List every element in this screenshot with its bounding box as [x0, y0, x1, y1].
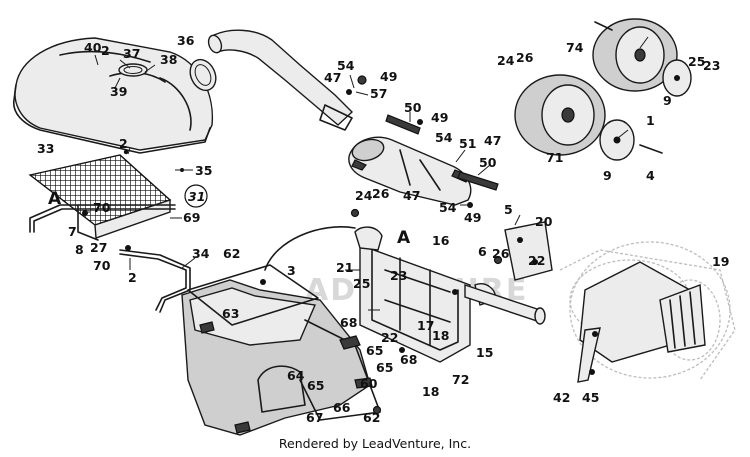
- callout-72: 72: [452, 372, 469, 387]
- callout-4: 4: [646, 168, 655, 183]
- callout-9: 9: [663, 93, 672, 108]
- callout-34: 34: [192, 246, 210, 261]
- callout-54b: 54: [435, 130, 453, 145]
- callout-68: 68: [340, 315, 357, 330]
- callout-49c: 49: [464, 210, 481, 225]
- callout-8: 8: [75, 242, 84, 257]
- callout-57: 57: [370, 86, 387, 101]
- callout-62b: 62: [363, 410, 380, 425]
- callout-16: 16: [432, 233, 450, 248]
- side-bracket-plate: [493, 221, 553, 281]
- callout-42: 42: [553, 390, 570, 405]
- callout-25: 25: [353, 276, 370, 291]
- callout-54c: 54: [439, 200, 457, 215]
- callout-62: 62: [223, 246, 240, 261]
- callout-23: 23: [390, 268, 407, 283]
- callout-22b: 22: [528, 253, 545, 268]
- callout-21: 21: [336, 260, 353, 275]
- callout-23b: 23: [703, 58, 720, 73]
- callout-2: 2: [101, 43, 110, 58]
- callout-54: 54: [337, 58, 355, 73]
- callout-18: 18: [432, 328, 449, 343]
- callout-51: 51: [459, 136, 476, 151]
- callout-2c: 2: [128, 270, 137, 285]
- render-credit: Rendered by LeadVenture, Inc.: [278, 436, 472, 451]
- callout-numbers: 40 2 37 38 39 36 2 35 33 31 69 70 7 8 27…: [37, 33, 729, 425]
- callout-47: 47: [324, 70, 341, 85]
- callout-69: 69: [183, 210, 200, 225]
- latch-brackets: [350, 114, 499, 218]
- section-label-a-left: A: [48, 189, 62, 209]
- callout-20: 20: [535, 214, 553, 229]
- callout-25b: 25: [688, 54, 705, 69]
- callout-63: 63: [222, 306, 239, 321]
- callout-circle: [184, 184, 208, 208]
- callout-22: 22: [381, 330, 398, 345]
- callout-70: 70: [93, 200, 111, 215]
- callout-65: 65: [307, 378, 324, 393]
- callout-45: 45: [582, 390, 599, 405]
- callout-15: 15: [476, 345, 493, 360]
- callout-1: 1: [646, 113, 655, 128]
- front-wheel: [514, 74, 663, 161]
- callout-66: 66: [333, 400, 351, 415]
- section-label-a-right: A: [397, 228, 411, 248]
- callout-2b: 2: [119, 136, 128, 151]
- callout-47b: 47: [484, 133, 501, 148]
- callout-65c: 65: [376, 360, 393, 375]
- callout-19: 19: [712, 254, 729, 269]
- callout-70b: 70: [93, 258, 111, 273]
- callout-33: 33: [37, 141, 54, 156]
- callout-26: 26: [372, 186, 390, 201]
- callout-64: 64: [287, 368, 305, 383]
- hitch-plate: [577, 261, 706, 383]
- callout-24b: 24: [497, 53, 515, 68]
- callout-24: 24: [355, 188, 373, 203]
- callout-3: 3: [287, 263, 296, 278]
- callout-68b: 68: [400, 352, 417, 367]
- callout-50b: 50: [479, 155, 497, 170]
- callout-71: 71: [546, 150, 563, 165]
- rear-wheel: [592, 18, 692, 97]
- leader-lines: [84, 36, 649, 311]
- chute-elbow: [348, 136, 472, 206]
- callout-39: 39: [110, 84, 127, 99]
- callout-35: 35: [195, 163, 212, 178]
- grass-bag: [181, 264, 382, 436]
- callout-9b: 9: [603, 168, 612, 183]
- bag-frame-rod: [29, 204, 191, 313]
- callout-6: 6: [478, 244, 487, 259]
- latch-cable: [264, 226, 356, 271]
- callout-47c: 47: [403, 188, 420, 203]
- callout-5: 5: [504, 202, 513, 217]
- callout-18b: 18: [422, 384, 439, 399]
- callout-7: 7: [68, 224, 77, 239]
- discharge-chute: [189, 29, 367, 131]
- callout-67: 67: [306, 410, 323, 425]
- callout-74: 74: [566, 40, 584, 55]
- callout-26b: 26: [492, 246, 510, 261]
- callout-36: 36: [177, 33, 195, 48]
- callout-37: 37: [123, 46, 140, 61]
- callout-31: 31: [188, 189, 205, 204]
- axle-tube: [464, 284, 546, 325]
- callout-26c: 26: [516, 50, 534, 65]
- callout-27: 27: [90, 240, 107, 255]
- callout-60: 60: [360, 376, 378, 391]
- callout-40: 40: [84, 40, 102, 55]
- callout-49b: 49: [431, 110, 448, 125]
- callout-49: 49: [380, 69, 397, 84]
- callout-65b: 65: [366, 343, 383, 358]
- callout-50: 50: [404, 100, 422, 115]
- callout-17: 17: [417, 318, 434, 333]
- callout-38: 38: [160, 52, 177, 67]
